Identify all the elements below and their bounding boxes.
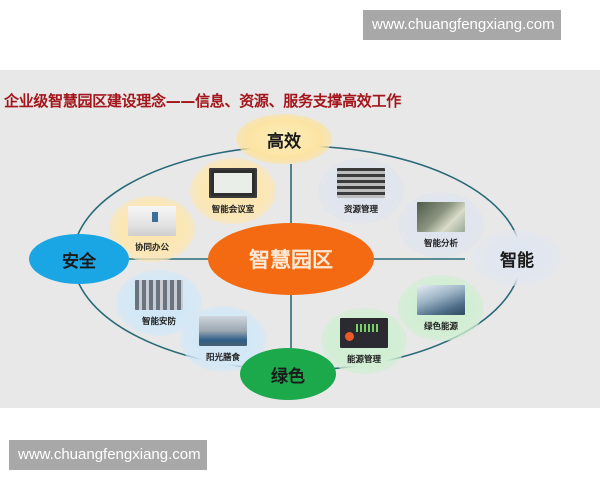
feature-label: 阳光膳食 [205,353,240,363]
pillar-green: 绿色 [240,348,336,400]
feature-label: 智能分析 [423,239,458,249]
meeting-tablet-image [209,168,257,198]
watermark-top: www.chuangfengxiang.com [363,10,561,40]
office-desks-image [128,206,176,236]
feature-label: 智能会议室 [211,205,255,215]
feature-collaborative-office: 协同办公 [109,196,195,262]
feature-green-energy: 绿色能源 [398,275,484,341]
canteen-image [199,316,247,346]
feature-label: 能源管理 [346,355,381,365]
pillar-intelligence: 智能 [472,230,562,286]
energy-dashboard-image [340,318,388,348]
feature-smart-analysis: 智能分析 [398,192,484,258]
diagram-panel: 企业级智慧园区建设理念——信息、资源、服务支撑高效工作 智能会议室 协同办公 资… [0,70,600,408]
center-smart-park: 智慧园区 [208,223,374,295]
pillar-efficiency: 高效 [236,114,332,164]
feature-label: 资源管理 [343,205,378,215]
building-layers-image [337,168,385,198]
feature-smart-meeting-room: 智能会议室 [190,158,276,224]
feature-label: 智能安防 [141,317,176,327]
feature-label: 协同办公 [134,243,169,253]
solar-panels-image [417,285,465,315]
feature-resource-management: 资源管理 [318,158,404,224]
diagram-title: 企业级智慧园区建设理念——信息、资源、服务支撑高效工作 [4,92,401,110]
security-monitor-wall-image [135,280,183,310]
feature-label: 绿色能源 [423,322,458,332]
analysis-building-image [417,202,465,232]
feature-energy-management: 能源管理 [321,308,407,374]
pillar-safety: 安全 [29,234,129,284]
watermark-bottom: www.chuangfengxiang.com [9,440,207,470]
